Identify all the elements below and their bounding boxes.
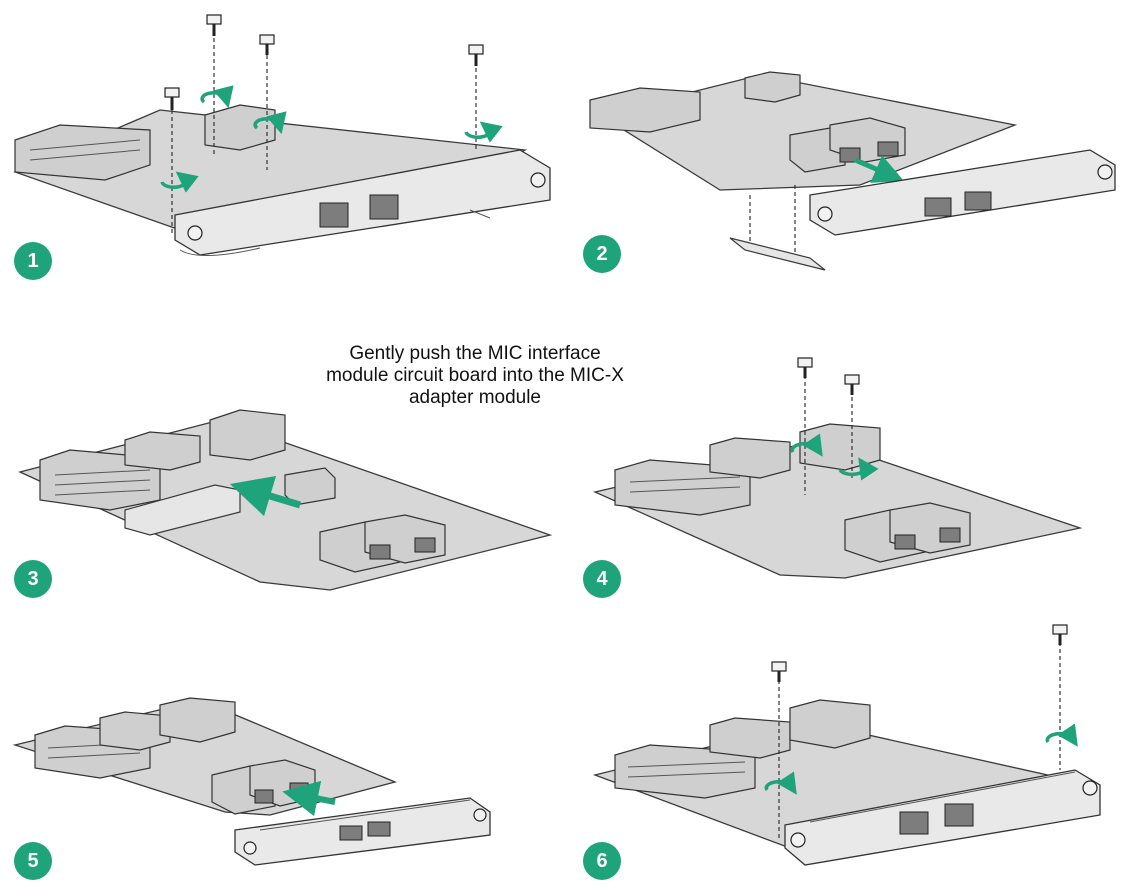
step-3-illustration: [18, 409, 553, 591]
step1-screw-2: [206, 14, 222, 36]
caption-line-3: adapter module: [408, 387, 542, 408]
step1-port-a: [319, 202, 349, 228]
step4-rotate-arrow-1: [790, 433, 823, 457]
step6-rotate-arrow-1: [764, 771, 797, 795]
step1-front-panel: [174, 149, 551, 256]
step2-bracket: [729, 237, 826, 271]
step1-rotate-arrow-2: [200, 85, 234, 109]
step1-screw-4: [468, 44, 484, 66]
step-1-illustration: [13, 14, 551, 256]
step1-connector-block: [14, 124, 151, 181]
step1-panel-captive-screw-right: [530, 172, 546, 188]
step3-push-arrow: [229, 475, 302, 517]
step3-small-connector: [284, 467, 336, 506]
step4-screw-2: [844, 374, 860, 395]
step6-connector-block-right: [789, 699, 871, 749]
step2-front-panel: [809, 149, 1116, 236]
step-3-badge: 3: [14, 560, 52, 598]
step5-connector-block-mid: [99, 711, 171, 751]
step2-top-connector: [744, 71, 801, 103]
step5-connector-block-right: [159, 697, 236, 743]
step6-connector-block-left: [614, 744, 756, 799]
step4-screw-1: [797, 357, 813, 378]
step3-connector-block-right: [209, 409, 286, 461]
step4-connector-block-left: [614, 459, 751, 516]
step5-insert-arrow: [282, 780, 336, 817]
step-3-caption: Gently push the MIC interface module cir…: [300, 343, 650, 409]
step1-rotate-arrow-4: [464, 121, 503, 143]
step1-port-b: [369, 194, 399, 220]
step1-top-connector: [204, 104, 276, 151]
step-4-illustration: [592, 357, 1083, 579]
step6-screw-1: [771, 661, 787, 682]
step-5-badge: 5: [14, 842, 52, 880]
caption-line-2: module circuit board into the MIC-X: [326, 365, 624, 386]
step1-rotate-arrow-3: [253, 111, 287, 135]
step2-connector-block: [589, 87, 701, 133]
step-1-badge: 1: [14, 242, 52, 280]
step-2-illustration: [589, 71, 1116, 271]
step6-port-a: [899, 811, 929, 835]
step1-screw-3: [259, 34, 275, 55]
step4-rotate-arrow-2: [838, 457, 879, 481]
step6-rotate-arrow-2: [1045, 723, 1078, 747]
step1-screw-1: [164, 87, 180, 110]
caption-line-1: Gently push the MIC interface: [349, 343, 601, 364]
step6-front-panel: [784, 769, 1101, 866]
step4-connector-block-right: [799, 423, 881, 471]
step1-panel-captive-screw-left: [187, 225, 203, 241]
step3-connector-block-mid: [124, 431, 201, 471]
step-6-badge: 6: [583, 842, 621, 880]
step-4-badge: 4: [583, 560, 621, 598]
step1-rotate-arrow-1: [160, 171, 199, 193]
step4-connector-block-mid: [709, 437, 791, 479]
step6-port-b: [944, 803, 974, 827]
step6-connector-block-mid: [709, 717, 791, 759]
step-5-illustration: [12, 697, 491, 866]
step-6-illustration: [592, 624, 1101, 866]
step2-pull-arrow: [854, 155, 904, 183]
step6-screw-2: [1052, 624, 1068, 645]
step-2-badge: 2: [583, 235, 621, 273]
